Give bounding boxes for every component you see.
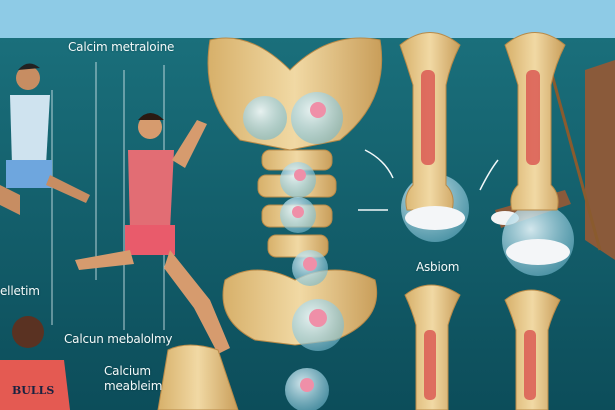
label-top: Calcim metraloine	[68, 40, 175, 54]
label-left: elletim	[0, 284, 40, 298]
bone-marrow	[421, 70, 540, 400]
arrows	[358, 149, 499, 211]
athlete-basketball-player	[0, 316, 70, 410]
sky	[0, 0, 615, 40]
athlete-runner-woman	[75, 113, 230, 354]
athlete-runner-left	[0, 63, 90, 215]
label-middle: Calcun mebalolmy	[64, 332, 173, 346]
fetus-figures	[292, 102, 327, 392]
jersey-text: BULLS	[12, 384, 55, 397]
powder-mounds	[405, 206, 570, 265]
label-right: Asbiom	[416, 260, 460, 274]
label-lower: Calcium meableim	[104, 364, 163, 393]
